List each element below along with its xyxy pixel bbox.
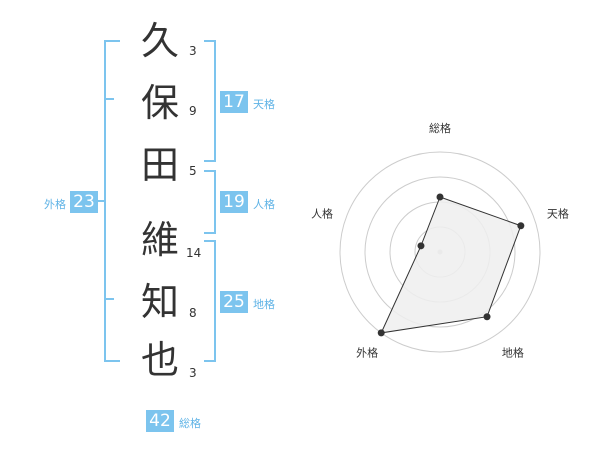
name-char-1: 久: [140, 19, 179, 63]
gaikaku-badge: 23: [70, 191, 98, 213]
stroke-count-4: 14: [186, 246, 202, 260]
gaikaku-bracket-tick-lower: [104, 298, 114, 300]
name-char-2: 保: [140, 81, 179, 125]
stroke-count-2: 9: [189, 104, 197, 118]
name-char-5: 知: [140, 280, 179, 324]
radar-grid-ring: [364, 176, 516, 328]
chikaku-bracket: [204, 240, 216, 362]
radar-point-5: [417, 242, 425, 250]
stroke-count-1: 3: [189, 44, 197, 58]
radar-axis-label-2: 天格: [547, 207, 569, 221]
radar-axis-label-4: 外格: [356, 345, 378, 359]
gaikaku-label: 外格: [44, 198, 66, 211]
radar-axis-label-1: 総格: [429, 121, 451, 135]
jinkaku-bracket: [204, 170, 216, 234]
tenkaku-badge: 17: [220, 91, 248, 113]
tenkaku-label: 天格: [253, 98, 275, 111]
chikaku-badge: 25: [220, 291, 248, 313]
jinkaku-label: 人格: [253, 198, 275, 211]
gaikaku-bracket: [104, 40, 120, 362]
tenkaku-bracket: [204, 40, 216, 162]
radar-area: [380, 196, 522, 334]
jinkaku-badge: 19: [220, 191, 248, 213]
radar-point-2: [517, 222, 525, 230]
soukaku-badge: 42: [146, 410, 174, 432]
stroke-count-3: 5: [189, 164, 197, 178]
stroke-count-5: 8: [189, 306, 197, 320]
name-char-4: 維: [140, 218, 179, 262]
name-char-6: 也: [140, 338, 179, 382]
radar-axis-label-3: 地格: [502, 345, 524, 359]
radar-point-3: [483, 313, 491, 321]
name-char-3: 田: [140, 143, 179, 187]
stroke-count-6: 3: [189, 366, 197, 380]
chikaku-label: 地格: [253, 298, 275, 311]
gaikaku-bracket-tick-upper: [104, 98, 114, 100]
radar-grid-ring: [339, 151, 541, 353]
gaikaku-bracket-connector: [96, 200, 104, 202]
radar-axis-label-5: 人格: [311, 207, 333, 221]
radar-point-1: [436, 193, 444, 201]
soukaku-label: 総格: [179, 417, 201, 430]
radar-point-4: [377, 329, 385, 337]
